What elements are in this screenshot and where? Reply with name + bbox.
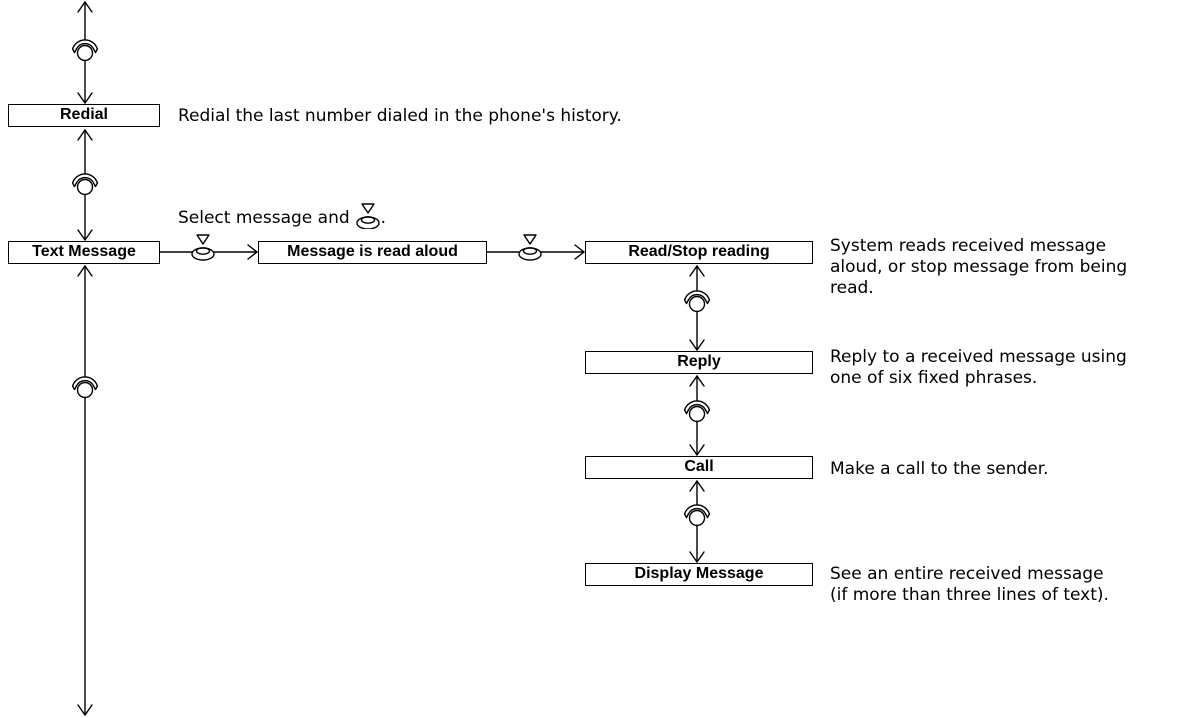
- arrow-down: [689, 339, 705, 351]
- rotate-knob-icon: [683, 504, 711, 527]
- instruction-text: Select message and: [178, 208, 350, 228]
- rotate-knob-icon: [71, 376, 99, 399]
- description-line: aloud, or stop message from being: [830, 257, 1128, 277]
- menu-item-label: Message is read aloud: [287, 243, 458, 260]
- display-message-description: See an entire received message (if more …: [830, 564, 1109, 606]
- reply-description: Reply to a received message using one of…: [830, 347, 1127, 389]
- arrow-down: [77, 92, 93, 104]
- rotate-knob-icon: [683, 400, 711, 423]
- call-description: Make a call to the sender.: [830, 459, 1049, 480]
- rotate-knob-icon: [71, 39, 99, 62]
- rotate-knob-icon: [71, 173, 99, 196]
- menu-item-label: Redial: [59, 106, 108, 123]
- description-line: Make a call to the sender.: [830, 459, 1049, 479]
- description-line: (if more than three lines of text).: [830, 585, 1109, 605]
- arrow-right: [247, 244, 258, 260]
- arrow-down: [689, 444, 705, 456]
- press-knob-icon: [355, 203, 380, 230]
- menu-item-label: Read/Stop reading: [628, 243, 770, 260]
- description-line: one of six fixed phrases.: [830, 368, 1038, 388]
- description-line: System reads received message: [830, 236, 1107, 256]
- arrow-right: [574, 244, 585, 260]
- instruction-suffix: .: [380, 208, 387, 228]
- menu-item-display-message: Display Message: [585, 563, 813, 586]
- arrow-down: [77, 704, 93, 716]
- arrow-down: [689, 551, 705, 563]
- read-stop-description: System reads received message aloud, or …: [830, 236, 1127, 299]
- menu-item-label: Reply: [677, 353, 721, 370]
- select-message-instruction: Select message and.: [178, 203, 387, 230]
- menu-item-label: Display Message: [634, 565, 764, 582]
- menu-item-text-message: Text Message: [8, 241, 160, 264]
- redial-description: Redial the last number dialed in the pho…: [178, 106, 622, 127]
- menu-item-label: Call: [684, 458, 714, 475]
- arrow-down: [77, 229, 93, 241]
- press-knob-icon: [191, 234, 215, 261]
- menu-item-reply: Reply: [585, 351, 813, 374]
- menu-item-call: Call: [585, 456, 813, 479]
- menu-item-label: Text Message: [32, 243, 136, 260]
- menu-item-redial: Redial: [8, 104, 160, 127]
- menu-item-read-stop-reading: Read/Stop reading: [585, 241, 813, 264]
- description-line: See an entire received message: [830, 564, 1104, 584]
- description-line: read.: [830, 278, 874, 298]
- rotate-knob-icon: [683, 290, 711, 313]
- description-line: Reply to a received message using: [830, 347, 1127, 367]
- description-line: Redial the last number dialed in the pho…: [178, 106, 622, 126]
- menu-item-message-read-aloud: Message is read aloud: [258, 241, 487, 264]
- press-knob-icon: [518, 234, 542, 261]
